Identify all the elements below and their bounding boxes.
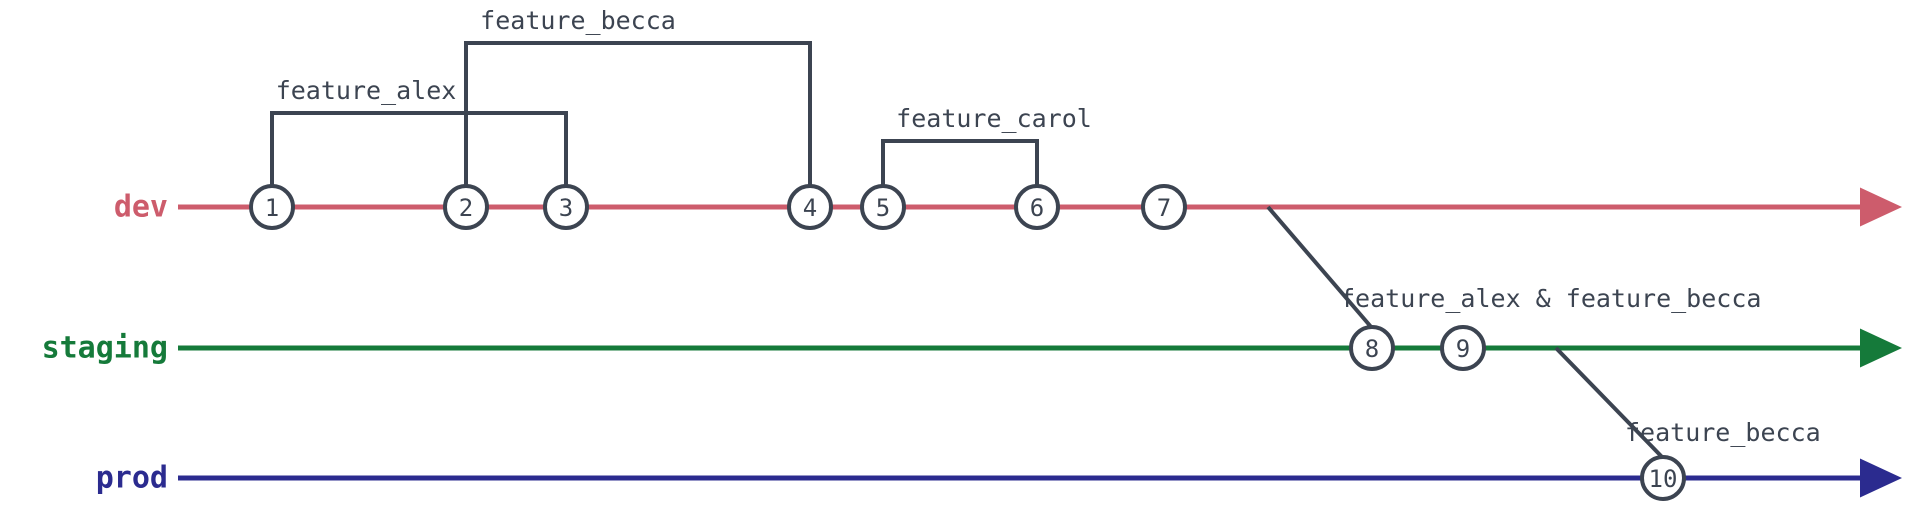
commit-node-4[interactable] [787, 184, 833, 230]
commit-node-3[interactable] [543, 184, 589, 230]
merge-lines-group [1266, 205, 1665, 460]
commit-node-7[interactable] [1141, 184, 1187, 230]
merge-label-merge-dev-to-staging: feature_alex & feature_becca [1340, 284, 1762, 313]
branch-label-prod: prod [95, 460, 168, 496]
commit-node-9[interactable] [1440, 325, 1486, 371]
branch-label-staging: staging [41, 330, 168, 366]
commit-nodes-group [249, 184, 1686, 501]
commit-node-2[interactable] [443, 184, 489, 230]
feature-label-feature_alex: feature_alex [275, 76, 457, 105]
feature-label-feature_carol: feature_carol [896, 104, 1092, 133]
commit-node-8[interactable] [1349, 325, 1395, 371]
branch-label-dev: dev [113, 189, 168, 225]
commit-node-1[interactable] [249, 184, 295, 230]
commit-node-10[interactable] [1640, 455, 1686, 501]
commit-node-5[interactable] [860, 184, 906, 230]
merge-staging-to-prod [1554, 346, 1665, 460]
feature-bracket-feature_becca [464, 41, 812, 188]
feature-bracket-feature_alex [270, 111, 568, 188]
merge-label-merge-staging-to-prod: feature_becca [1625, 418, 1821, 447]
feature-bracket-feature_carol [881, 139, 1039, 188]
feature-brackets-group [270, 41, 1039, 188]
merge-dev-to-staging [1266, 205, 1374, 330]
commit-node-6[interactable] [1014, 184, 1060, 230]
feature-label-feature_becca: feature_becca [480, 6, 676, 35]
